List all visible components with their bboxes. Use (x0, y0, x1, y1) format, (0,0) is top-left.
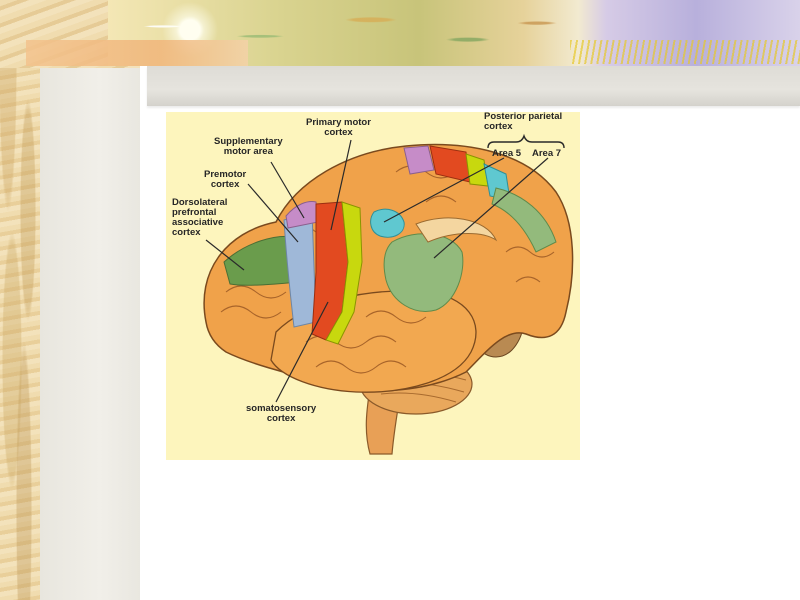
pointer-lines (205, 139, 549, 403)
region-premotor (283, 211, 317, 328)
label-area-7: Area 7 (532, 148, 562, 159)
region-area7 (491, 187, 557, 253)
slide-header-bar (147, 66, 800, 106)
brain-illustration (203, 133, 574, 455)
label-area-5: Area 5 (492, 148, 522, 159)
posterior-parietal-brace (487, 133, 565, 149)
left-parchment-border (0, 0, 40, 600)
left-grey-column (40, 68, 140, 600)
orange-accent-bar (26, 40, 248, 66)
region-top-purple (403, 145, 435, 175)
yellow-sparkle-decoration (570, 40, 800, 64)
region-somatosensory (325, 201, 363, 345)
